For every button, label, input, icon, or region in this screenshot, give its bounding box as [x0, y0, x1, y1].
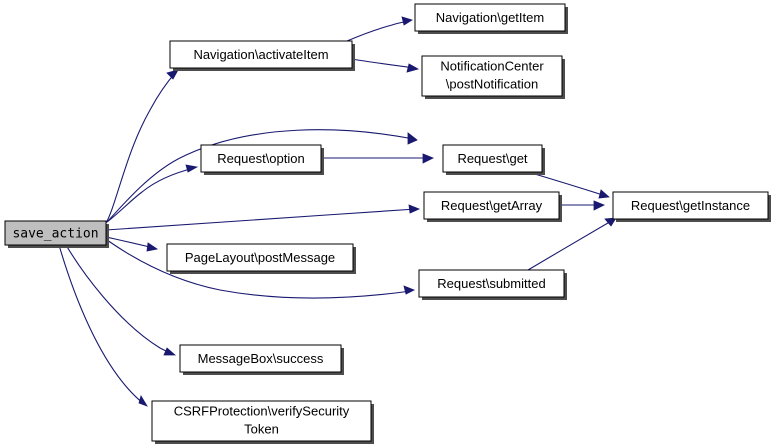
edge-line [105, 236, 155, 249]
edge-line [107, 129, 415, 222]
edge-line [346, 20, 410, 42]
node-label: PageLayout\postMessage [185, 250, 335, 265]
edge-line [58, 244, 145, 405]
node-label: Request\submitted [437, 276, 545, 291]
node-label-line1: NotificationCenter [440, 58, 544, 73]
edge-navigation_activateitem-to-navigation_getitem [346, 16, 413, 42]
node-request_getinstance[interactable]: Request\getInstance [612, 191, 771, 222]
node-request_submitted[interactable]: Request\submitted [418, 269, 567, 300]
node-messagebox_success[interactable]: MessageBox\success [179, 344, 344, 375]
edge-save_action-to-request_submitted [106, 239, 415, 299]
node-label: Request\get [457, 151, 527, 166]
arrowhead-icon [403, 285, 415, 295]
node-rect[interactable] [179, 344, 342, 373]
edge-line [527, 219, 614, 271]
node-rect[interactable] [4, 220, 107, 246]
node-label-line2: Token [244, 421, 279, 436]
node-label: Navigation\activateItem [193, 47, 328, 62]
node-rect[interactable] [612, 191, 769, 220]
arrowhead-icon [163, 347, 177, 356]
arrowhead-icon [401, 16, 413, 26]
edge-save_action-to-request_getarray [105, 204, 421, 231]
edge-navigation_activateitem-to-notificationcenter_postnotification [351, 58, 420, 73]
node-label: Request\getInstance [631, 198, 750, 213]
node-label: Request\getArray [441, 198, 543, 213]
node-request_option[interactable]: Request\option [200, 144, 324, 175]
edge-line [65, 244, 173, 355]
node-rect[interactable] [169, 40, 353, 69]
node-rect[interactable] [166, 243, 354, 272]
edge-line [105, 208, 417, 231]
node-rect[interactable] [418, 269, 565, 298]
node-navigation_activateitem[interactable]: Navigation\activateItem [169, 40, 355, 71]
arrowhead-icon [185, 164, 199, 173]
node-rect[interactable] [423, 191, 560, 220]
arrowhead-icon [146, 242, 159, 252]
edges-layer [58, 16, 617, 407]
edge-request_submitted-to-request_getinstance [527, 217, 617, 271]
node-request_get[interactable]: Request\get [442, 144, 545, 175]
node-notificationcenter_postnotification[interactable]: NotificationCenter \postNotification [421, 55, 565, 99]
node-label-line1: CSRFProtection\verifySecurity [174, 403, 350, 418]
edge-line [106, 239, 412, 299]
arrowhead-icon [598, 189, 610, 199]
edge-request_getarray-to-request_getinstance [559, 200, 605, 211]
arrowhead-icon [422, 153, 434, 164]
node-rect[interactable] [151, 400, 372, 442]
node-rect[interactable] [421, 55, 563, 97]
nodes-layer: save_action Navigation\activateItem Naviga… [4, 3, 771, 444]
arrowhead-icon [406, 63, 420, 73]
node-pagelayout_postmessage[interactable]: PageLayout\postMessage [166, 243, 356, 274]
node-label: save_action [12, 227, 98, 242]
arrowhead-icon [408, 204, 421, 214]
arrowhead-icon [593, 200, 605, 211]
edge-save_action-to-navigation_activateitem [105, 69, 179, 224]
node-label-line2: \postNotification [446, 76, 539, 91]
node-label: MessageBox\success [198, 351, 324, 366]
node-rect[interactable] [414, 3, 566, 32]
arrowhead-icon [604, 217, 617, 227]
node-rect[interactable] [442, 144, 543, 173]
arrowhead-icon [138, 395, 148, 407]
node-label: Navigation\getItem [436, 10, 544, 25]
edge-save_action-to-csrfprotection_verifysecuritytoken [58, 244, 148, 407]
node-rect[interactable] [200, 144, 322, 173]
node-save_action[interactable]: save_action [4, 220, 109, 248]
node-request_getarray[interactable]: Request\getArray [423, 191, 562, 222]
edge-line [106, 167, 195, 223]
node-navigation_getitem[interactable]: Navigation\getItem [414, 3, 568, 34]
edge-save_action-to-request_get [107, 129, 418, 222]
edge-line [105, 71, 177, 224]
edge-line [351, 58, 416, 69]
edge-save_action-to-pagelayout_postmessage [105, 236, 159, 252]
node-label: Request\option [217, 151, 304, 166]
arrowhead-icon [407, 132, 418, 145]
edge-save_action-to-request_option [106, 164, 199, 223]
edge-save_action-to-messagebox_success [65, 244, 177, 356]
edge-request_option-to-request_get [321, 153, 434, 164]
arrowhead-icon [166, 69, 179, 80]
